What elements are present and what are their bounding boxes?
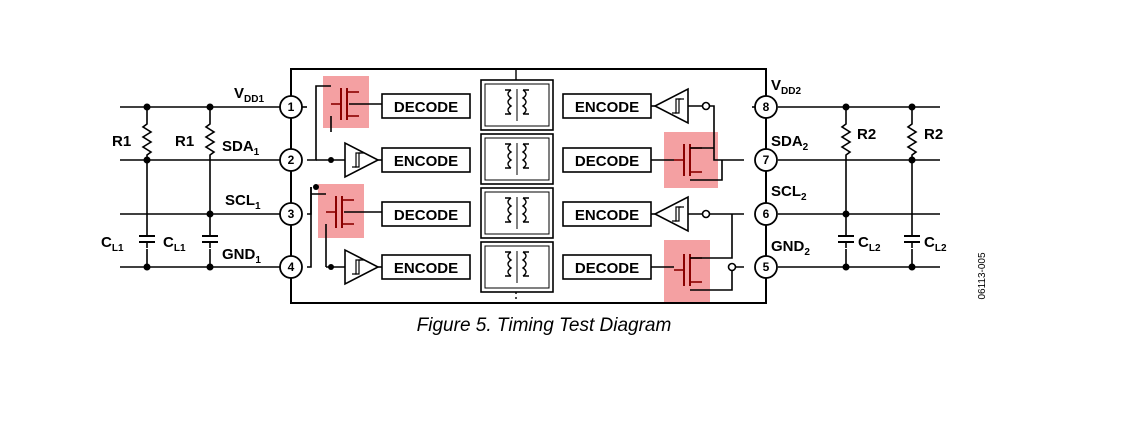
label-r2-inner: R2 — [857, 126, 876, 143]
label-scl1: SCL1 — [225, 192, 261, 212]
label-cl2-outer: CL2 — [924, 234, 947, 254]
pin-4: 4 — [288, 260, 295, 274]
right-blocks — [562, 93, 652, 280]
block-row4-left: ENCODE — [394, 260, 458, 277]
left-blocks — [381, 93, 471, 280]
ic-package-outline — [290, 68, 767, 304]
pin-8: 8 — [763, 100, 770, 114]
label-scl2: SCL2 — [771, 183, 807, 203]
pin-5: 5 — [763, 260, 770, 274]
label-cl2-inner: CL2 — [858, 234, 881, 254]
label-sda1: SDA1 — [222, 138, 260, 158]
schmitt-buffers — [344, 87, 689, 286]
label-vdd2: VDD2 — [771, 77, 801, 97]
block-row2-right: DECODE — [575, 153, 639, 170]
label-sda2: SDA2 — [771, 133, 809, 153]
right-internal-wiring — [651, 105, 766, 291]
label-gnd1: GND1 — [222, 246, 261, 266]
isolation-barrier — [480, 69, 554, 303]
label-cl1-inner: CL1 — [163, 234, 186, 254]
pin-1: 1 — [288, 100, 295, 114]
label-cl1-outer: CL1 — [101, 234, 124, 254]
block-row2-left: ENCODE — [394, 153, 458, 170]
pin-circles — [279, 95, 778, 279]
block-row3-right: ENCODE — [575, 207, 639, 224]
label-r1-inner: R1 — [175, 133, 194, 150]
pin-6: 6 — [763, 207, 770, 221]
label-r2-outer: R2 — [924, 126, 943, 143]
block-row1-right: ENCODE — [575, 99, 639, 116]
block-row3-left: DECODE — [394, 207, 458, 224]
pin-3: 3 — [288, 207, 295, 221]
block-row1-left: DECODE — [394, 99, 458, 116]
figure-code: 06113-005 — [977, 252, 988, 300]
label-vdd1: VDD1 — [234, 85, 264, 105]
pin-2: 2 — [288, 153, 295, 167]
figure-caption: Figure 5. Timing Test Diagram — [417, 315, 672, 336]
block-row4-right: DECODE — [575, 260, 639, 277]
pin-7: 7 — [763, 153, 770, 167]
label-r1-outer: R1 — [112, 133, 131, 150]
label-gnd2: GND2 — [771, 238, 810, 258]
